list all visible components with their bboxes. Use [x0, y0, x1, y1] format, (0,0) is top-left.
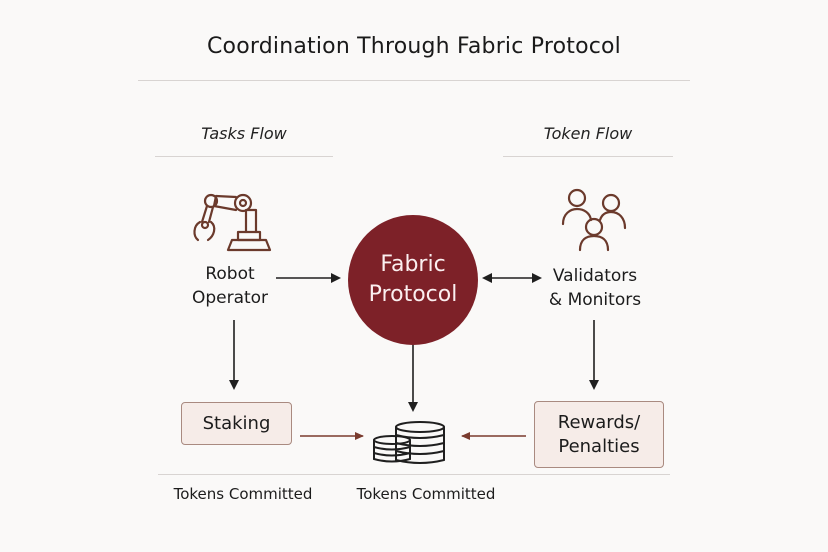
- rewards-penalties-box: Rewards/ Penalties: [534, 401, 664, 468]
- token-flow-divider: [503, 156, 673, 157]
- tasks-flow-heading: Tasks Flow: [201, 124, 287, 143]
- diagram-title: Coordination Through Fabric Protocol: [206, 34, 621, 59]
- fabric-protocol-line1: Fabric: [380, 252, 446, 277]
- bottom-divider: [158, 474, 670, 475]
- robot-arm-icon: [193, 193, 272, 252]
- people-group-icon: [561, 188, 627, 252]
- validators-line1: Validators: [552, 266, 638, 286]
- tasks-flow-divider: [155, 156, 333, 157]
- title-divider: [138, 80, 690, 81]
- rewards-line2: Penalties: [558, 435, 640, 457]
- robot-operator-label: Robot Operator: [170, 262, 290, 310]
- robot-operator-line2: Operator: [191, 288, 269, 308]
- fabric-protocol-line2: Protocol: [368, 282, 458, 307]
- validators-label: Validators & Monitors: [530, 264, 660, 312]
- left-caption: Tokens Committed: [173, 485, 313, 503]
- staking-box: Staking: [181, 402, 292, 445]
- validators-line2: & Monitors: [548, 290, 642, 310]
- fabric-protocol-node: Fabric Protocol: [348, 215, 478, 345]
- robot-operator-line1: Robot: [205, 264, 255, 284]
- rewards-line1: Rewards/: [557, 411, 641, 433]
- coin-stack-icon: [373, 421, 445, 464]
- center-caption: Tokens Committed: [356, 485, 496, 503]
- token-flow-heading: Token Flow: [543, 124, 633, 143]
- staking-label: Staking: [202, 412, 271, 434]
